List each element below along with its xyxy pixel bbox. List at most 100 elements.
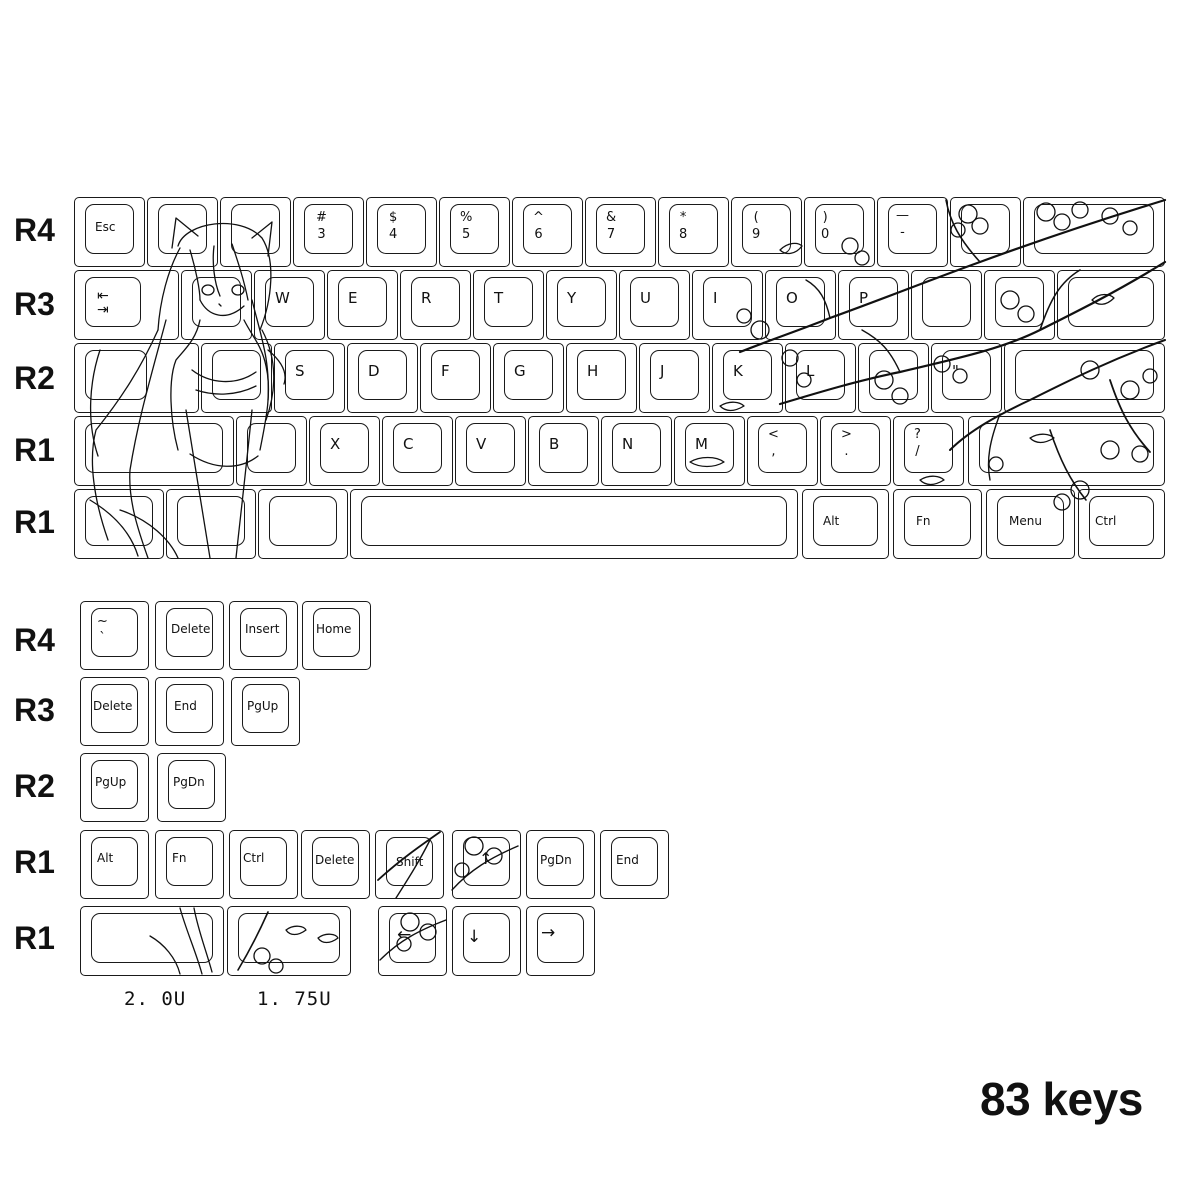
key-x[interactable]: X <box>309 416 380 486</box>
key-shift[interactable]: Shift <box>375 830 444 899</box>
key-v[interactable]: V <box>455 416 526 486</box>
key-legend: U <box>640 289 651 307</box>
key-j[interactable]: J <box>639 343 710 413</box>
key-alt[interactable]: Alt <box>80 830 149 899</box>
key-legend: PgUp <box>247 699 279 713</box>
key-end-2[interactable]: End <box>600 830 669 899</box>
key-legend: F <box>441 362 450 380</box>
key-legend: Y <box>567 289 577 307</box>
key-legend: L <box>806 362 815 380</box>
key-pgdn-2[interactable]: PgDn <box>526 830 595 899</box>
key-space[interactable] <box>350 489 798 559</box>
key-right-shift[interactable] <box>968 416 1165 486</box>
key-f[interactable]: F <box>420 343 491 413</box>
key-g[interactable]: G <box>493 343 564 413</box>
key-6[interactable]: ^6 <box>512 197 583 267</box>
key-1-75u[interactable] <box>227 906 351 976</box>
key-legend-bottom: 7 <box>606 227 616 242</box>
key-l[interactable]: L <box>785 343 856 413</box>
key-esc[interactable]: Esc <box>74 197 145 267</box>
key-0[interactable]: )0 <box>804 197 875 267</box>
key-legend: V <box>476 435 487 453</box>
key-z[interactable] <box>236 416 307 486</box>
key-caps[interactable] <box>74 343 199 413</box>
key-a[interactable] <box>201 343 272 413</box>
key-legend: Alt <box>97 851 114 865</box>
key-right-ctrl[interactable]: Ctrl <box>1078 489 1165 559</box>
key-legend: End <box>616 853 639 867</box>
key-legend: K <box>733 362 743 380</box>
key-arrow-down[interactable]: ↓ <box>452 906 521 976</box>
key-left-shift[interactable] <box>74 416 234 486</box>
key-p[interactable]: P <box>838 270 909 340</box>
key-1[interactable] <box>147 197 218 267</box>
key-4[interactable]: $4 <box>366 197 437 267</box>
key-legend: " <box>952 362 959 380</box>
key-q[interactable] <box>181 270 252 340</box>
key-t[interactable]: T <box>473 270 544 340</box>
key-tilde[interactable]: ~` <box>80 601 149 670</box>
key-n[interactable]: N <box>601 416 672 486</box>
key-lbracket[interactable] <box>911 270 982 340</box>
key-arrow-up[interactable]: ↑ <box>452 830 521 899</box>
key-enter[interactable] <box>1004 343 1165 413</box>
key-equal[interactable] <box>950 197 1021 267</box>
key-2[interactable] <box>220 197 291 267</box>
key-legend: J <box>660 362 665 380</box>
key-delete[interactable]: Delete <box>155 601 224 670</box>
key-minus[interactable]: —- <box>877 197 948 267</box>
key-5[interactable]: %5 <box>439 197 510 267</box>
key-o[interactable]: O <box>765 270 836 340</box>
key-pgdn[interactable]: PgDn <box>157 753 226 822</box>
key-s[interactable]: S <box>274 343 345 413</box>
key-3[interactable]: #3 <box>293 197 364 267</box>
key-2u[interactable] <box>80 906 224 976</box>
key-semicolon[interactable] <box>858 343 929 413</box>
key-legend: D <box>368 362 380 380</box>
key-arrow-left[interactable]: ← <box>378 906 447 976</box>
key-7[interactable]: &7 <box>585 197 656 267</box>
key-legend: Menu <box>1009 514 1042 528</box>
key-end[interactable]: End <box>155 677 224 746</box>
key-insert[interactable]: Insert <box>229 601 298 670</box>
key-h[interactable]: H <box>566 343 637 413</box>
key-legend-bottom: ` <box>99 631 106 646</box>
key-legend-bottom: 4 <box>389 227 398 242</box>
key-u[interactable]: U <box>619 270 690 340</box>
key-tab[interactable]: ⇤ ⇥ <box>74 270 179 340</box>
key-fn[interactable]: Fn <box>893 489 982 559</box>
key-delete-3[interactable]: Delete <box>301 830 370 899</box>
key-arrow-right[interactable]: → <box>526 906 595 976</box>
key-left-alt[interactable] <box>258 489 348 559</box>
key-pgup-2[interactable]: PgUp <box>80 753 149 822</box>
key-home[interactable]: Home <box>302 601 371 670</box>
key-period[interactable]: >. <box>820 416 891 486</box>
key-w[interactable]: W <box>254 270 325 340</box>
key-m[interactable]: M <box>674 416 745 486</box>
key-e[interactable]: E <box>327 270 398 340</box>
key-r[interactable]: R <box>400 270 471 340</box>
key-b[interactable]: B <box>528 416 599 486</box>
key-8[interactable]: *8 <box>658 197 729 267</box>
key-ctrl[interactable]: Ctrl <box>229 830 298 899</box>
key-left-win[interactable] <box>166 489 256 559</box>
key-quote[interactable]: " <box>931 343 1002 413</box>
key-left-ctrl[interactable] <box>74 489 164 559</box>
key-d[interactable]: D <box>347 343 418 413</box>
key-y[interactable]: Y <box>546 270 617 340</box>
key-comma[interactable]: <, <box>747 416 818 486</box>
key-i[interactable]: I <box>692 270 763 340</box>
key-delete-2[interactable]: Delete <box>80 677 149 746</box>
key-9[interactable]: (9 <box>731 197 802 267</box>
key-backspace[interactable] <box>1023 197 1165 267</box>
key-legend: Alt <box>823 514 840 528</box>
key-fn-2[interactable]: Fn <box>155 830 224 899</box>
key-c[interactable]: C <box>382 416 453 486</box>
key-k[interactable]: K <box>712 343 783 413</box>
key-backslash[interactable] <box>1057 270 1165 340</box>
key-pgup[interactable]: PgUp <box>231 677 300 746</box>
key-slash[interactable]: ?/ <box>893 416 964 486</box>
key-rbracket[interactable] <box>984 270 1055 340</box>
key-right-alt[interactable]: Alt <box>802 489 889 559</box>
key-menu[interactable]: Menu <box>986 489 1075 559</box>
